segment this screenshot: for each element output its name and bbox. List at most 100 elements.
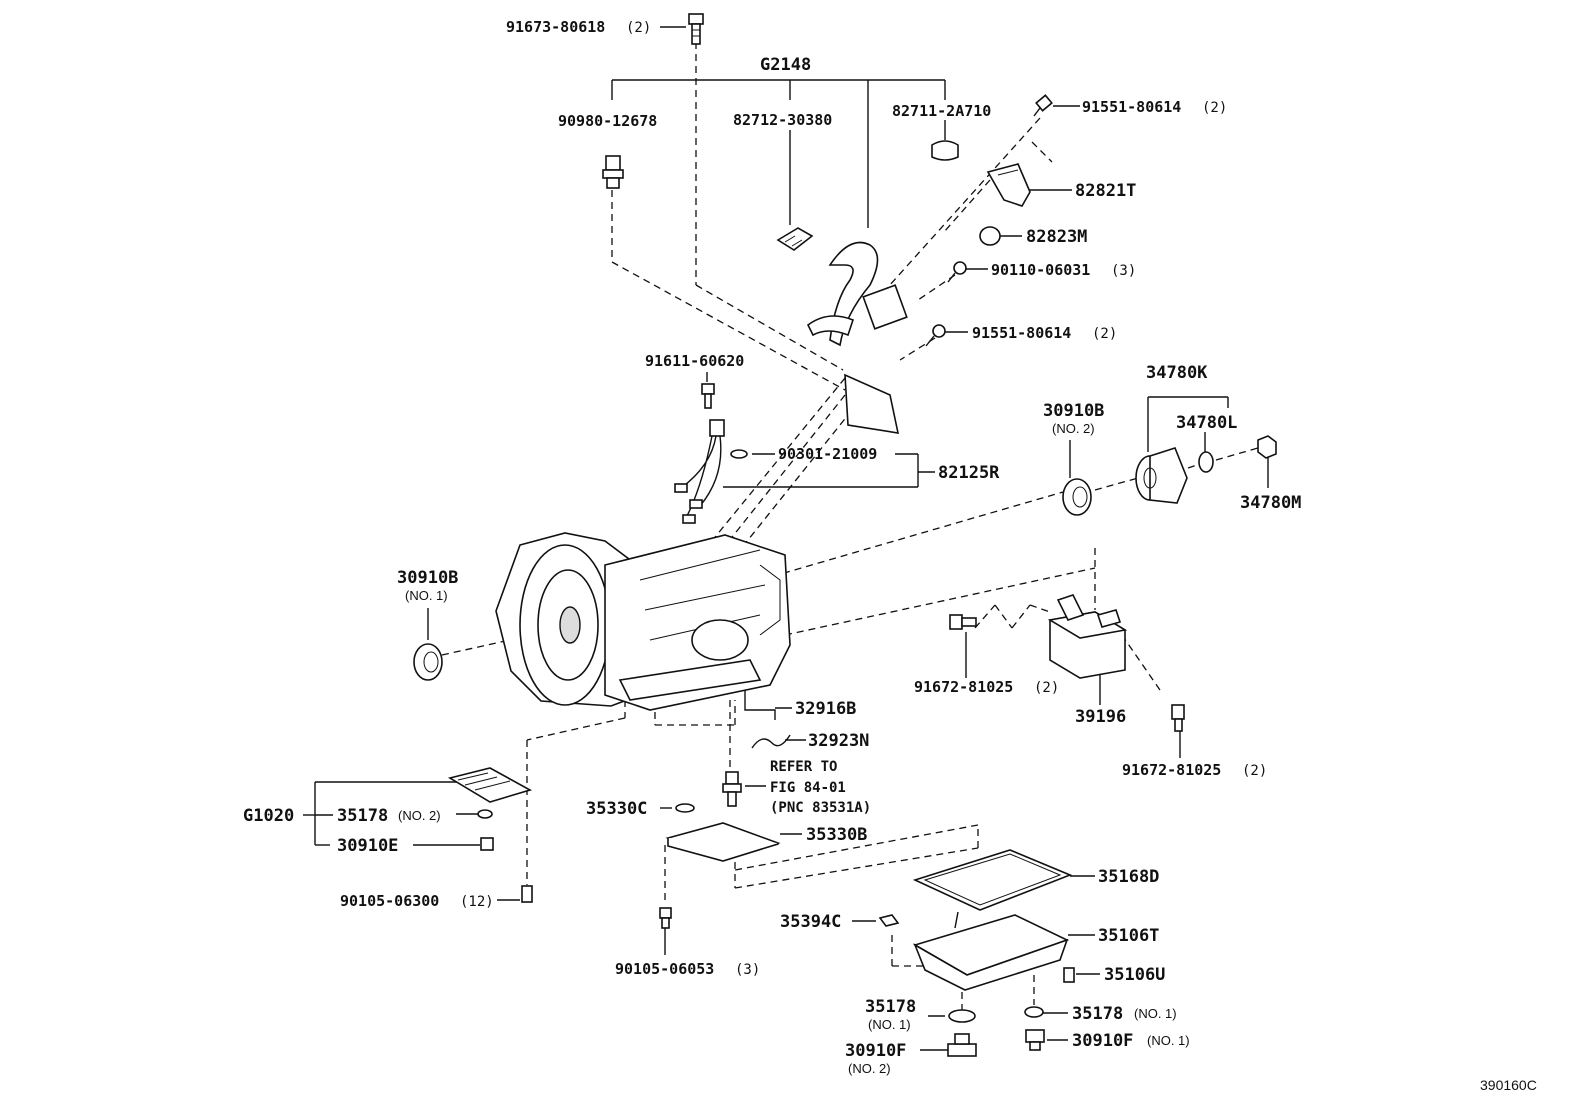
callout-35330B[interactable]: 35330B xyxy=(806,825,867,845)
callout-35178-no1-right[interactable]: 35178 (NO. 1) xyxy=(1072,1004,1177,1024)
plug-30910E-icon[interactable] xyxy=(480,837,494,851)
magnet-35394C-icon[interactable] xyxy=(878,914,900,927)
svg-text:91672-81025: 91672-81025 xyxy=(914,678,1013,696)
callout-90105-06053[interactable]: 90105-06053 (3) xyxy=(615,960,760,978)
bolt-91551-top-icon[interactable] xyxy=(1033,94,1053,117)
callout-30910B-no1[interactable]: 30910B (NO. 1) xyxy=(397,568,458,603)
callout-82821T[interactable]: 82821T xyxy=(1075,181,1136,201)
oil-seal-30910B-no2-icon[interactable] xyxy=(1062,478,1092,516)
callout-30910E[interactable]: 30910E xyxy=(337,836,398,856)
svg-text:35330B: 35330B xyxy=(806,825,867,845)
callout-90105-06300[interactable]: 90105-06300 (12) xyxy=(340,892,494,910)
callout-refer-fig-84-01[interactable]: REFER TO FIG 84-01 (PNC 83531A) xyxy=(770,759,871,816)
svg-text:30910B: 30910B xyxy=(397,568,458,588)
callout-82712-30380[interactable]: 82712-30380 xyxy=(733,111,832,129)
svg-text:32923N: 32923N xyxy=(808,731,869,751)
callout-39196[interactable]: 39196 xyxy=(1075,707,1126,727)
callout-91672-81025-right[interactable]: 91672-81025 (2) xyxy=(1122,761,1267,779)
svg-text:(NO. 2): (NO. 2) xyxy=(848,1061,891,1076)
o-ring-35178-no2-icon[interactable] xyxy=(477,809,493,819)
callout-30910F-no2[interactable]: 30910F (NO. 2) xyxy=(845,1041,906,1076)
callout-32923N[interactable]: 32923N xyxy=(808,731,869,751)
sensor-harness-82125R-icon[interactable] xyxy=(674,419,725,524)
oil-seal-30910B-no1-icon[interactable] xyxy=(413,643,443,681)
callout-32916B[interactable]: 32916B xyxy=(795,699,856,719)
bolt-91672-left-icon[interactable] xyxy=(949,614,977,630)
bolt-90105-06300-icon[interactable] xyxy=(521,885,533,903)
bolt-91551-mid-icon[interactable] xyxy=(925,324,946,347)
svg-text:G2148: G2148 xyxy=(760,55,811,75)
valve-body-cover-35330B-icon[interactable] xyxy=(665,822,781,862)
svg-text:(NO. 2): (NO. 2) xyxy=(1052,421,1095,436)
callout-91551-80614-top[interactable]: 91551-80614 (2) xyxy=(1082,98,1227,116)
svg-text:(2): (2) xyxy=(1202,100,1227,116)
callout-82711-2A710[interactable]: 82711-2A710 xyxy=(892,102,991,120)
callout-34780K[interactable]: 34780K xyxy=(1146,363,1208,383)
callout-90301-21009[interactable]: 90301-21009 xyxy=(778,445,877,463)
bolt-91673-icon[interactable] xyxy=(688,13,704,45)
callout-34780M[interactable]: 34780M xyxy=(1240,493,1301,513)
figure-code: 390160C xyxy=(1480,1077,1537,1093)
callout-91673-80618[interactable]: 91673-80618 (2) xyxy=(506,18,651,36)
bolt-91611-icon[interactable] xyxy=(701,383,715,409)
switch-ref-fig84-icon[interactable] xyxy=(722,771,742,807)
svg-text:90301-21009: 90301-21009 xyxy=(778,445,877,463)
bolt-91672-right-icon[interactable] xyxy=(1171,704,1185,732)
svg-text:34780K: 34780K xyxy=(1146,363,1208,383)
bracket-82821T-icon[interactable] xyxy=(986,163,1031,207)
bolt-90110-icon[interactable] xyxy=(947,261,967,283)
bolt-90105-06053-icon[interactable] xyxy=(659,907,672,929)
o-ring-90301-icon[interactable] xyxy=(730,449,748,459)
callout-G1020[interactable]: G1020 xyxy=(243,806,294,826)
svg-text:35178: 35178 xyxy=(337,806,388,826)
callout-35178-no1-bottom[interactable]: 35178 (NO. 1) xyxy=(865,997,916,1032)
washer-34780L-icon[interactable] xyxy=(1198,451,1214,473)
damper-39196-icon[interactable] xyxy=(1047,594,1128,679)
callout-90110-06031[interactable]: 90110-06031 (3) xyxy=(991,261,1136,279)
callout-82823M[interactable]: 82823M xyxy=(1026,227,1087,247)
pan-gasket-35168D-icon[interactable] xyxy=(912,849,1073,911)
clip-82712-icon[interactable] xyxy=(776,227,814,251)
gasket-35330C-icon[interactable] xyxy=(675,803,695,813)
callout-91611-60620[interactable]: 91611-60620 xyxy=(645,352,744,370)
callout-35394C[interactable]: 35394C xyxy=(780,912,841,932)
callout-91551-80614-mid[interactable]: 91551-80614 (2) xyxy=(972,324,1117,342)
callout-82125R[interactable]: 82125R xyxy=(938,463,1000,483)
svg-text:30910B: 30910B xyxy=(1043,401,1104,421)
svg-text:35168D: 35168D xyxy=(1098,867,1159,887)
plug-35106U-icon[interactable] xyxy=(1063,967,1075,983)
flange-34780K-icon[interactable] xyxy=(1135,447,1188,504)
svg-text:32916B: 32916B xyxy=(795,699,856,719)
gasket-35178-right-icon[interactable] xyxy=(1024,1006,1044,1018)
clip-32923N-icon[interactable] xyxy=(751,734,791,749)
clamp-82711-icon[interactable] xyxy=(931,140,959,161)
svg-text:82823M: 82823M xyxy=(1026,227,1087,247)
oil-pan-35106T-icon[interactable] xyxy=(912,911,1070,991)
nut-34780M-icon[interactable] xyxy=(1257,435,1277,459)
svg-text:91672-81025: 91672-81025 xyxy=(1122,761,1221,779)
plug-30910F-no2-icon[interactable] xyxy=(947,1033,977,1057)
svg-text:FIG 84-01: FIG 84-01 xyxy=(770,780,846,796)
clip-82823M-icon[interactable] xyxy=(979,226,1001,246)
strainer-G1020-icon[interactable] xyxy=(447,767,533,803)
callout-91672-81025-left[interactable]: 91672-81025 (2) xyxy=(914,678,1059,696)
svg-text:34780L: 34780L xyxy=(1176,413,1237,433)
svg-text:(2): (2) xyxy=(626,20,651,36)
plug-90980-icon[interactable] xyxy=(602,155,624,189)
callout-35106T[interactable]: 35106T xyxy=(1098,926,1159,946)
callout-30910F-no1[interactable]: 30910F (NO. 1) xyxy=(1072,1031,1190,1051)
svg-text:(3): (3) xyxy=(1111,263,1136,279)
callout-35330C[interactable]: 35330C xyxy=(586,799,647,819)
callout-34780L[interactable]: 34780L xyxy=(1176,413,1237,433)
wire-harness-icon[interactable] xyxy=(806,241,908,434)
callout-90980-12678[interactable]: 90980-12678 xyxy=(558,112,657,130)
callout-35178-no2[interactable]: 35178 (NO. 2) xyxy=(337,806,441,826)
gasket-35178-bottom-icon[interactable] xyxy=(948,1009,976,1023)
callout-35168D[interactable]: 35168D xyxy=(1098,867,1159,887)
clip-32916B-icon[interactable] xyxy=(744,690,776,720)
callout-30910B-no2[interactable]: 30910B (NO. 2) xyxy=(1043,401,1104,436)
callout-G2148[interactable]: G2148 xyxy=(760,55,811,75)
plug-30910F-no1-icon[interactable] xyxy=(1025,1029,1045,1051)
callout-35106U[interactable]: 35106U xyxy=(1104,965,1165,985)
transmission-assembly-icon[interactable] xyxy=(495,532,791,711)
